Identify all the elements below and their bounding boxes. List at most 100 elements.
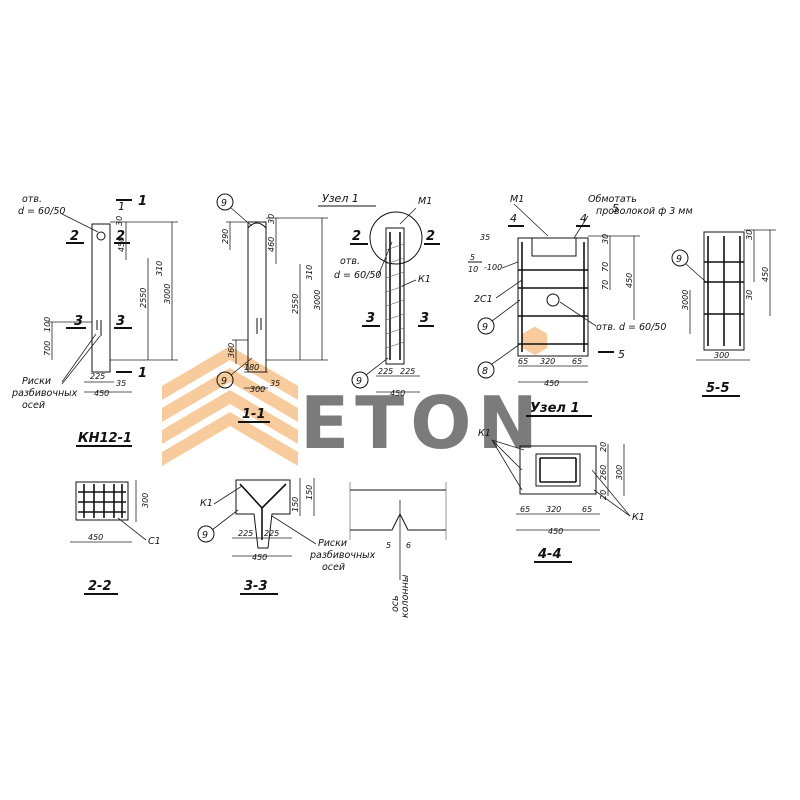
label-axis: ось xyxy=(390,595,401,612)
dim-65-a: 65 xyxy=(520,505,530,514)
mark-8: 8 xyxy=(482,366,488,377)
dim-20-b: 20 xyxy=(599,490,608,500)
watermark-text: ETON xyxy=(300,381,544,465)
section-2-left: 2 xyxy=(70,229,79,244)
label-2c1: 2С1 xyxy=(474,294,493,305)
dim-225-a: 225 xyxy=(238,529,253,538)
label-c1: С1 xyxy=(148,536,161,547)
dim-30: 30 xyxy=(745,230,754,240)
view-section-5-5: 9 30 450 30 3000 300 5-5 xyxy=(671,229,776,397)
dim-225-b: 225 xyxy=(400,367,415,376)
watermark: ETON ⬢ xyxy=(162,321,550,466)
dim-300: 300 xyxy=(141,493,150,508)
label-k1-top: К1 xyxy=(478,428,491,439)
dim-5: 5 xyxy=(386,541,391,550)
section-3-right: 3 xyxy=(420,311,429,326)
dim-65-b: 65 xyxy=(582,505,592,514)
watermark-logo-icon xyxy=(162,346,298,466)
dim-65-a: 65 xyxy=(518,357,528,366)
rebar-grid xyxy=(704,236,744,346)
frac-top: 5 xyxy=(470,253,475,262)
dim-35: 35 xyxy=(116,379,126,388)
view-section-3-3: К1 9 150 150 225 225 450 Риски разбивочн… xyxy=(197,478,376,595)
dim-20-a: 20 xyxy=(599,442,608,452)
dim-300: 300 xyxy=(615,465,624,480)
dim-700: 700 xyxy=(43,341,52,356)
label-k1: К1 xyxy=(200,498,213,509)
dim-450: 450 xyxy=(625,273,634,288)
note-riski: Риски xyxy=(22,376,51,387)
dim-300: 300 xyxy=(250,385,265,394)
view-uzel-1-detail: Узел 1 М1 2 2 3 3 К1 отв. d = 60/50 xyxy=(318,192,440,398)
dim-30: 30 xyxy=(267,214,276,224)
dim-450: 450 xyxy=(88,533,103,542)
mark-9: 9 xyxy=(482,322,488,333)
label-k1-bottom: К1 xyxy=(632,512,645,523)
section-4-left: 4 xyxy=(510,212,517,225)
view-kn12-1: отв. d = 60/50 1 1 2 2 3 3 1 30 450 2550… xyxy=(11,194,178,447)
section-1-label-bottom: 1 xyxy=(138,366,147,381)
section-3-right: 3 xyxy=(116,314,125,329)
view-title-kn12-1: КН12-1 xyxy=(78,431,132,446)
view-title-uzel-1: Узел 1 xyxy=(322,192,359,205)
dim-450: 450 xyxy=(390,389,405,398)
dim-2550: 2550 xyxy=(139,288,148,308)
dim-310: 310 xyxy=(155,261,164,276)
dim-35: 35 xyxy=(270,379,280,388)
dim-320: 320 xyxy=(546,505,561,514)
rebar-cage xyxy=(385,232,405,360)
dim-450: 450 xyxy=(117,237,126,252)
section-2-right: 2 xyxy=(116,229,125,244)
view-uzel-1-head: М1 Обмотать проволокой ф 3 мм 4 4 5 5 35… xyxy=(468,194,693,417)
dim-450-bottom: 450 xyxy=(94,389,109,398)
rebar-plate xyxy=(539,457,577,483)
dim-450: 450 xyxy=(548,527,563,536)
dim-70-b: 70 xyxy=(601,280,610,290)
dim-180: 180 xyxy=(244,363,259,372)
hole-label: отв. d = 60/50 xyxy=(596,322,666,333)
dim-2550: 2550 xyxy=(291,294,300,314)
dim-35: 35 xyxy=(480,233,490,242)
view-title-2-2: 2-2 xyxy=(88,579,112,594)
mark-9: 9 xyxy=(221,198,227,209)
hole-label-2: d = 60/50 xyxy=(334,270,381,281)
view-title-5-5: 5-5 xyxy=(706,381,730,396)
view-title-1-1: 1-1 xyxy=(242,407,266,422)
section-1-mark: 1 xyxy=(118,200,125,213)
note-osei: осей xyxy=(322,562,345,573)
dim-225-b: 225 xyxy=(264,529,279,538)
dim-450: 450 xyxy=(252,553,267,562)
dim-450: 450 xyxy=(761,267,770,282)
frac-val: -100 xyxy=(484,263,502,272)
dim-3000: 3000 xyxy=(163,284,172,304)
frac-bot: 10 xyxy=(468,265,478,274)
dim-70-a: 70 xyxy=(601,262,610,272)
dim-3000: 3000 xyxy=(313,290,322,310)
mark-9: 9 xyxy=(676,254,682,265)
note-osei: осей xyxy=(22,400,45,411)
label-column: колонны xyxy=(400,574,411,618)
dim-100: 100 xyxy=(43,317,52,332)
section-2-right: 2 xyxy=(426,229,435,244)
dim-30: 30 xyxy=(601,234,610,244)
label-m1: М1 xyxy=(510,194,524,205)
note-wrap-1: Обмотать xyxy=(588,194,637,205)
dim-225-a: 225 xyxy=(378,367,393,376)
dim-3000: 3000 xyxy=(681,290,690,310)
dim-290: 290 xyxy=(221,229,230,244)
dim-30: 30 xyxy=(115,216,124,226)
dim-30-b: 30 xyxy=(745,290,754,300)
dim-6: 6 xyxy=(406,541,411,550)
note-wrap-2: проволокой ф 3 мм xyxy=(596,206,693,217)
section-3-left: 3 xyxy=(74,314,83,329)
hole-label-1: отв. xyxy=(340,256,360,267)
view-section-1-1: 9 290 30 460 2550 3000 310 360 180 300 3… xyxy=(216,193,328,423)
dim-150-a: 150 xyxy=(291,497,300,512)
dim-310: 310 xyxy=(305,265,314,280)
view-column-axis: 5 6 ось колонны xyxy=(349,482,447,618)
rebar-mesh xyxy=(78,484,126,518)
mark-9: 9 xyxy=(356,376,362,387)
section-4-right: 4 xyxy=(580,212,587,225)
label-m1: М1 xyxy=(418,196,432,207)
